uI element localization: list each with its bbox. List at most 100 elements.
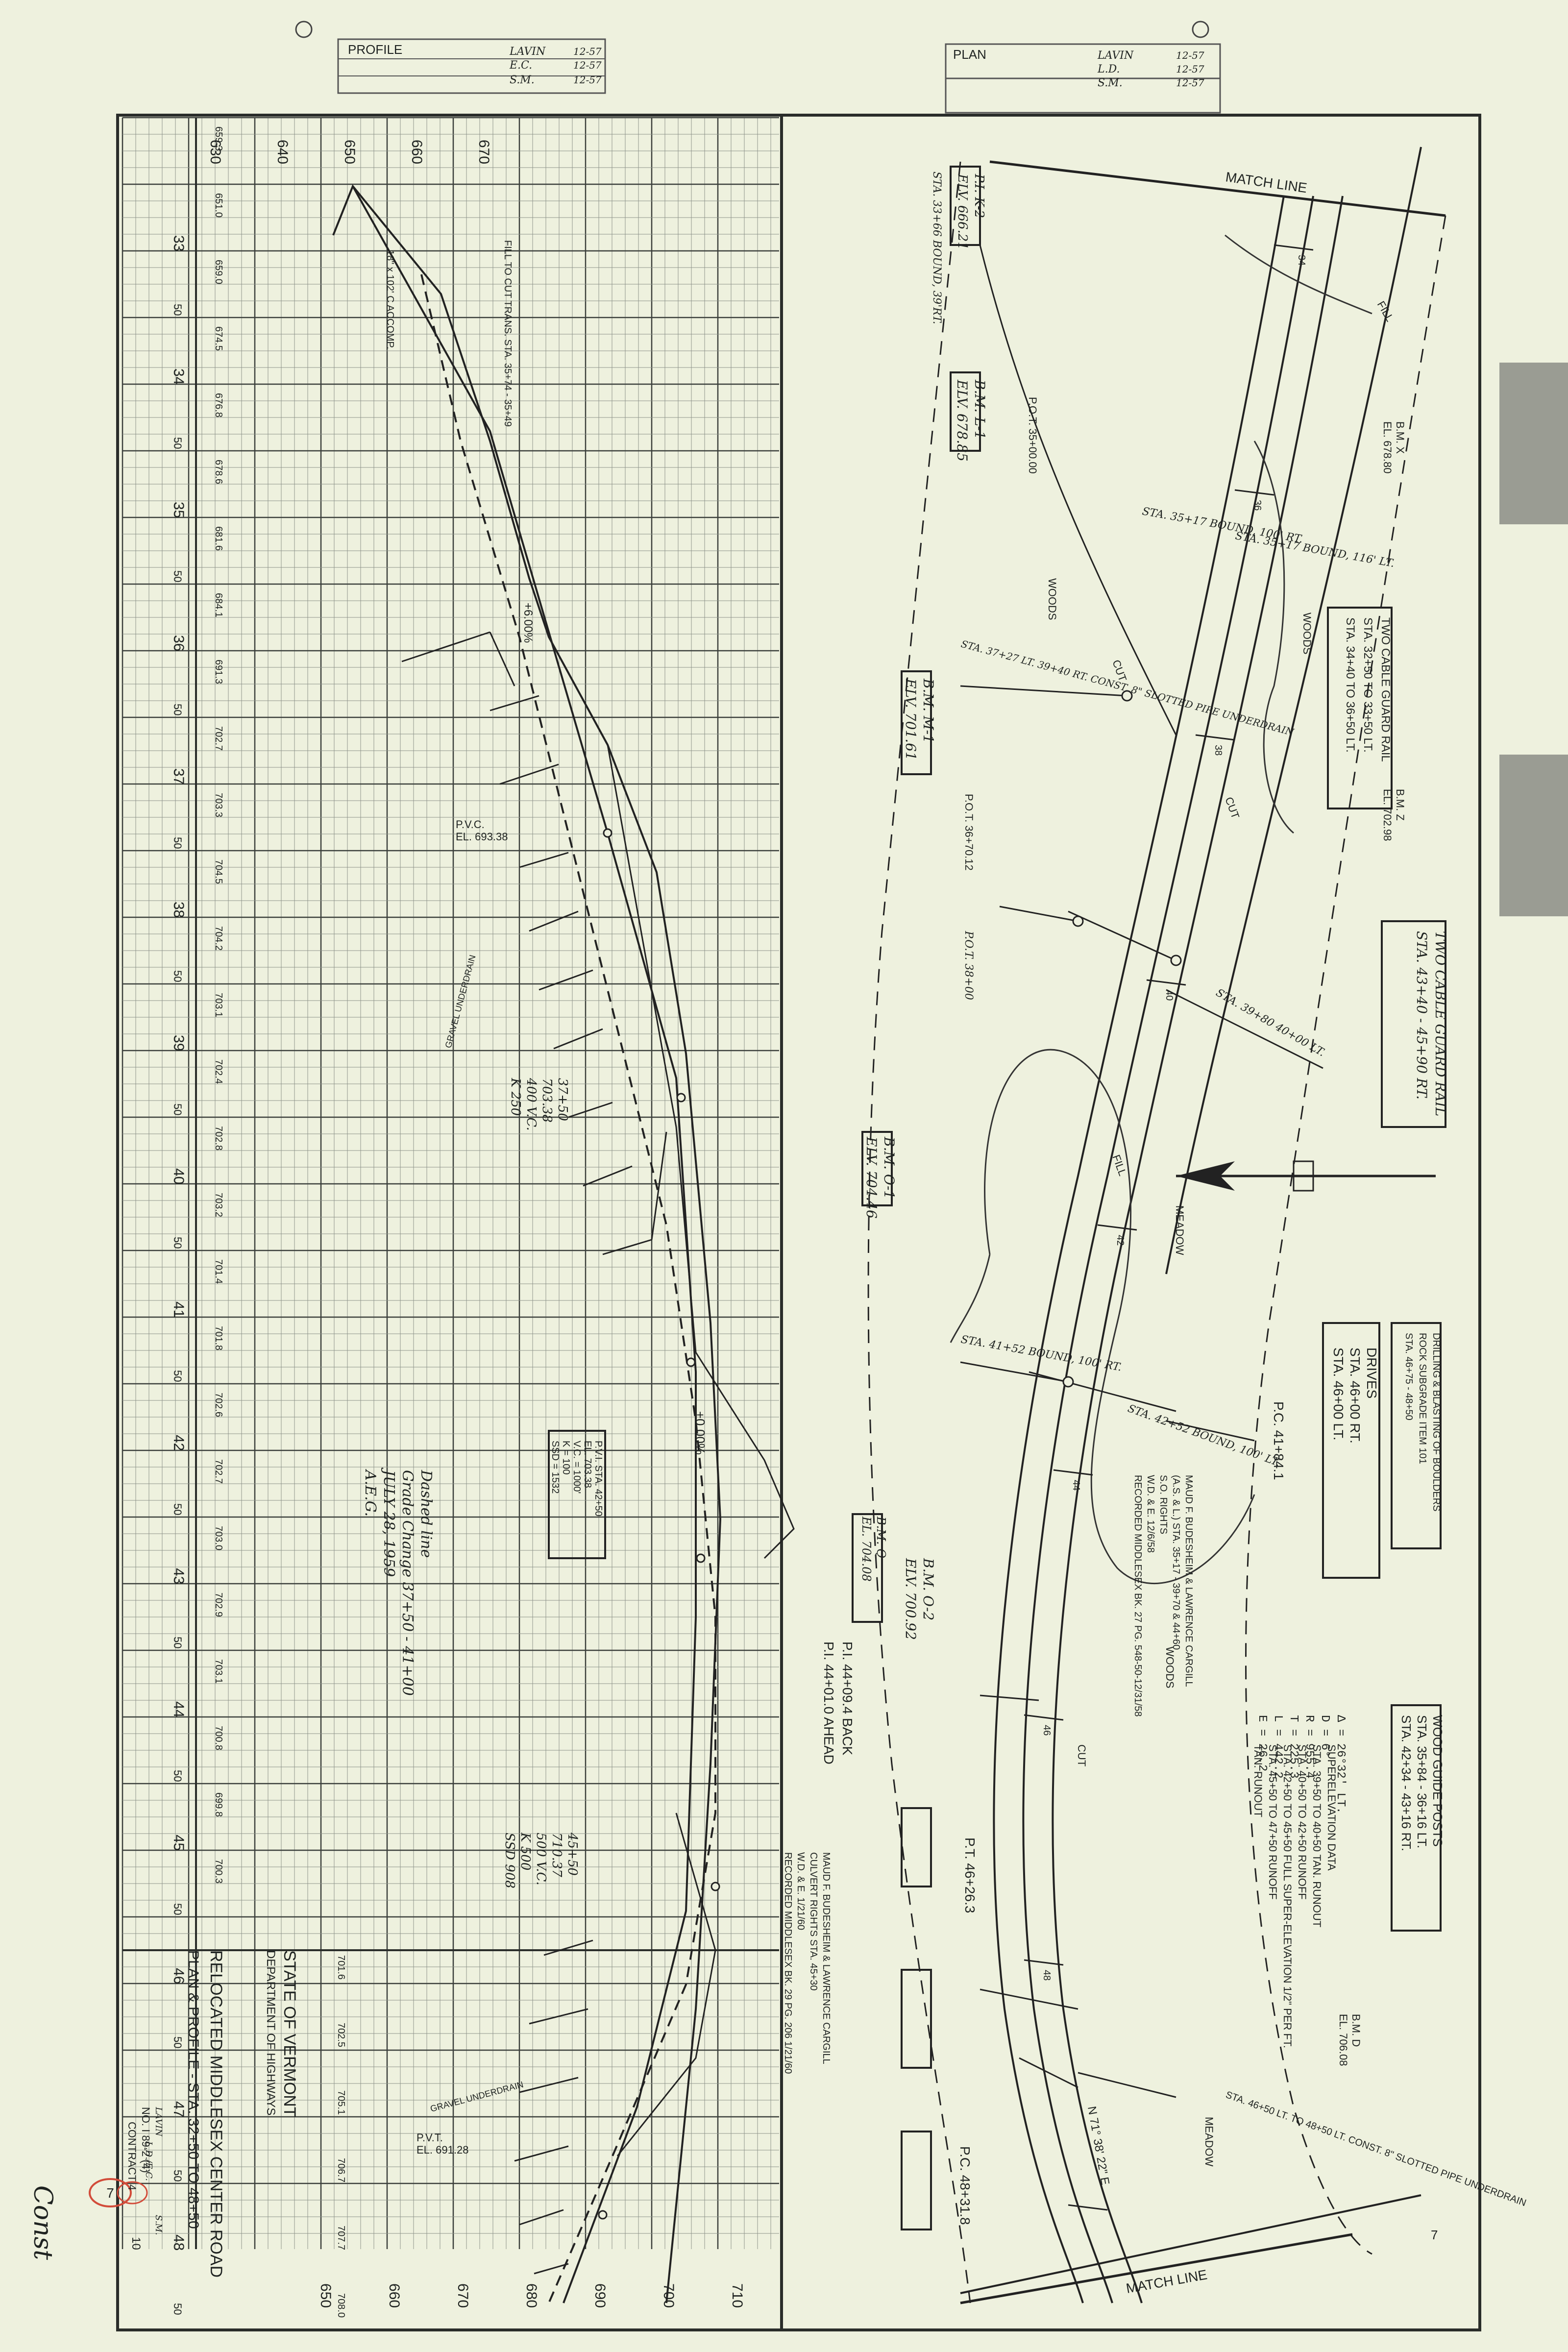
cut-label: CUT — [1076, 1744, 1088, 1766]
recorded-deed-1: MAUD F. BUDESHEIM & LAWRENCE CARGILL — [1183, 1475, 1194, 1687]
half-station-label: 50 — [172, 1503, 184, 1515]
ground-elevation: 704.5 — [213, 859, 224, 884]
lower-elevation: 702.5 — [336, 2023, 346, 2047]
pvi-box-line: EL. 703.38 — [582, 1441, 593, 1488]
meadow-label: MEADOW — [1174, 1205, 1186, 1255]
half-station-label: 50 — [172, 304, 184, 316]
pvt-elevation: EL. 691.28 — [416, 2144, 468, 2156]
ground-elevation: 703.3 — [213, 793, 224, 817]
benchmark-z: EL. 702.98 — [1381, 789, 1394, 841]
benchmark-o2: B.M. O-2 — [920, 1558, 936, 1620]
ground-elevation: 684.1 — [213, 593, 224, 617]
station-label: 48 — [171, 2234, 187, 2251]
benchmark-z: B.M. Z — [1394, 789, 1406, 821]
elevation-label: 650 — [342, 140, 358, 164]
guard-rail-note: STA. 34+40 TO 36+50 LT. — [1344, 617, 1357, 753]
lower-elevation: 705.1 — [336, 2090, 346, 2115]
dashed-grade-line — [420, 274, 716, 2303]
half-station-label: 50 — [172, 2036, 184, 2048]
ground-elevation: 703.2 — [213, 1193, 224, 1217]
benchmark-q: EL. 704.08 — [859, 1516, 873, 1582]
elevation-label: 660 — [386, 2283, 402, 2308]
sheet-circle — [89, 2178, 132, 2207]
plan-station-label: 42 — [1115, 1235, 1126, 1246]
plan-station-label: 48 — [1041, 1970, 1052, 1981]
bearing-label: N 71° 38' 22" E — [1085, 2105, 1112, 2186]
cut-label: CUT — [1223, 795, 1242, 820]
woods-label: WOODS — [1164, 1646, 1176, 1689]
punch-hole — [295, 21, 313, 38]
recorded-deed-2: MAUD F. BUDESHEIM & LAWRENCE CARGILL — [821, 1852, 832, 2064]
curve-data: T = 225.3 — [1287, 1715, 1300, 1779]
lower-elevation: 708.0 — [336, 2293, 346, 2318]
north-arrow — [1176, 1160, 1436, 1192]
binding-mark — [1499, 755, 1568, 916]
superelevation: STA. 40+50 TO 42+50 RUNOFF — [1296, 1744, 1308, 1900]
curve-data-line: K 500 — [518, 1832, 533, 1870]
station-label: 47 — [171, 2101, 187, 2117]
stamp-designer: LAVIN — [509, 46, 546, 58]
title-stamps — [338, 58, 605, 76]
department-title: DEPARTMENT OF HIGHWAYS — [264, 1950, 277, 2115]
dashed-line-note-line: A.E.G. — [362, 1469, 379, 1517]
half-station-label: 50 — [172, 570, 184, 582]
pi-ahead: P.I. 44+01.0 AHEAD — [821, 1642, 836, 1764]
ground-elevation-column: 659.3651.0659.0674.5676.8678.6681.6684.1… — [213, 126, 224, 1884]
pot-label: P.O.T. 35+00.00 — [1027, 397, 1039, 474]
ground-elevation: 674.5 — [213, 326, 224, 351]
benchmark-m1: ELV. 701.61 — [903, 678, 919, 760]
profile-grid — [122, 117, 779, 2249]
drives-note: STA. 46+00 LT. — [1331, 1348, 1346, 1441]
state-title: STATE OF VERMONT — [280, 1950, 299, 2117]
plan-station-label: 36 — [1252, 500, 1263, 511]
pi-note: STA. 33+66 BOUND, 39'RT. — [931, 172, 943, 324]
pvi-box-line: V.C. = 1000' — [571, 1441, 582, 1494]
curve-data-line: 37+50 — [555, 1078, 570, 1121]
half-station-label: 50 — [172, 2170, 184, 2181]
superelevation: STA. 45+50 TO 47+50 RUNOFF — [1267, 1744, 1279, 1900]
pvc-label: P.V.C. — [456, 818, 485, 831]
ground-elevation: 702.8 — [213, 1126, 224, 1151]
curve-data-line: 703.38 — [539, 1078, 554, 1123]
plan-station-label: 38 — [1213, 745, 1224, 756]
ground-line — [332, 184, 722, 2303]
stamp-checker2: L.D. — [1097, 63, 1120, 75]
station-label: 45 — [171, 1835, 187, 1851]
benchmark-l1: B.M. L-1 — [972, 379, 988, 440]
half-station-label: 50 — [172, 1103, 184, 1115]
sta-note: STA. 46+50 LT. TO 48+50 LT. CONST. 8" SL… — [1224, 2089, 1527, 2208]
station-label: 43 — [171, 1568, 187, 1584]
pc-label: P.C. 48+31.8 — [957, 2146, 973, 2225]
half-station-label: 50 — [172, 1370, 184, 1382]
benchmark-o1: ELV. 704.46 — [863, 1136, 880, 1219]
station-ticks — [1024, 244, 1314, 2211]
binding-mark — [1499, 363, 1568, 524]
stamp-date: 12-57 — [573, 74, 602, 86]
ground-elevation: 702.6 — [213, 1393, 224, 1417]
ground-elevation: 701.8 — [213, 1326, 224, 1350]
sta-note: STA. 39+80 40+00 LT. — [1214, 987, 1327, 1059]
lower-elevation: 707.7 — [336, 2226, 346, 2250]
elevation-label: 690 — [592, 2283, 608, 2308]
station-label: 42 — [171, 1435, 187, 1451]
superelevation: STA. 39+50 TO 40+50 TAN. RUNOUT — [1311, 1744, 1323, 1927]
stamp-date: 12-57 — [1176, 77, 1204, 89]
guard-rail-note: TWO CABLE GUARD RAIL — [1432, 931, 1448, 1116]
half-station-label: 50 — [172, 837, 184, 849]
wood-posts-note: STA. 42+34 - 43+16 RT. — [1399, 1715, 1414, 1851]
underdrain-hatch — [401, 631, 667, 2275]
culvert-note: 18" x 102' C ACCOMP. — [385, 250, 395, 349]
ground-elevation: 703.1 — [213, 993, 224, 1017]
benchmark-d: EL. 706.08 — [1337, 2014, 1349, 2066]
plan-stamp-label: PLAN — [953, 47, 986, 62]
sta-note: STA. 37+27 LT. 39+40 RT. CONST. 8" SLOTT… — [960, 638, 1296, 738]
station-label: 33 — [171, 235, 187, 251]
half-station-label: 50 — [172, 2303, 184, 2315]
pi-ahead: P.I. 44+09.4 BACK — [840, 1642, 855, 1756]
